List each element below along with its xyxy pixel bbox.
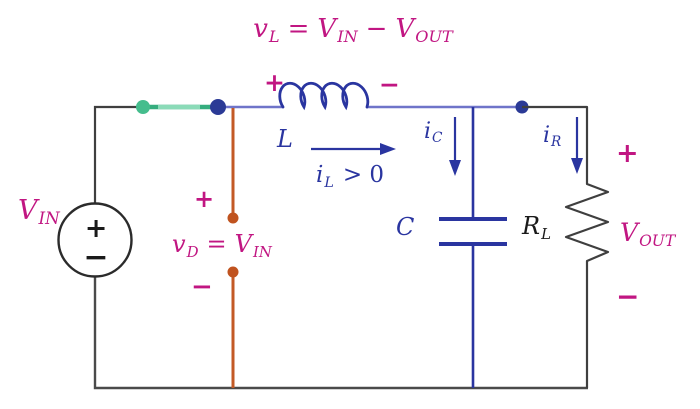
capacitor-current-arrow: [449, 117, 461, 176]
output-plus-sign: +: [616, 138, 639, 169]
inductor-plus-sign: +: [264, 68, 285, 97]
wire-top-left: [93, 105, 144, 204]
diode-node-top-dot: [227, 212, 239, 224]
inductor-coil: [278, 81, 370, 111]
diode-voltage-equation: vD=VIN: [172, 230, 272, 261]
source-name-label: VIN: [18, 195, 60, 229]
load-resistor-zigzag: [522, 105, 610, 388]
voltage-source-circle: [57, 202, 133, 278]
inductor-current-arrow: [311, 143, 396, 155]
output-voltage-label: VOUT: [620, 218, 676, 250]
source-plus-sign: +: [84, 213, 108, 244]
load-name-label: RL: [522, 212, 551, 243]
load-current-label: iR: [543, 123, 562, 151]
diode-node-bottom-dot: [227, 266, 239, 278]
switch-node-left-dot: [136, 100, 150, 114]
diode-plus-sign: +: [194, 184, 215, 213]
inductor-name-label: L: [277, 125, 293, 153]
source-minus-sign: −: [83, 240, 109, 275]
capacitor-current-label: iC: [424, 119, 443, 147]
wire-bottom: [93, 276, 588, 390]
diode-minus-sign: −: [191, 272, 213, 302]
inductor-minus-sign: −: [379, 70, 400, 99]
inductor-voltage-equation: vL=VIN−VOUT: [253, 14, 453, 47]
output-minus-sign: −: [616, 280, 640, 313]
switch-node-right-dot: [210, 99, 226, 115]
load-current-arrow: [571, 117, 583, 174]
inductor-current-label: iL> 0: [316, 162, 385, 191]
capacitor-name-label: C: [396, 213, 415, 241]
